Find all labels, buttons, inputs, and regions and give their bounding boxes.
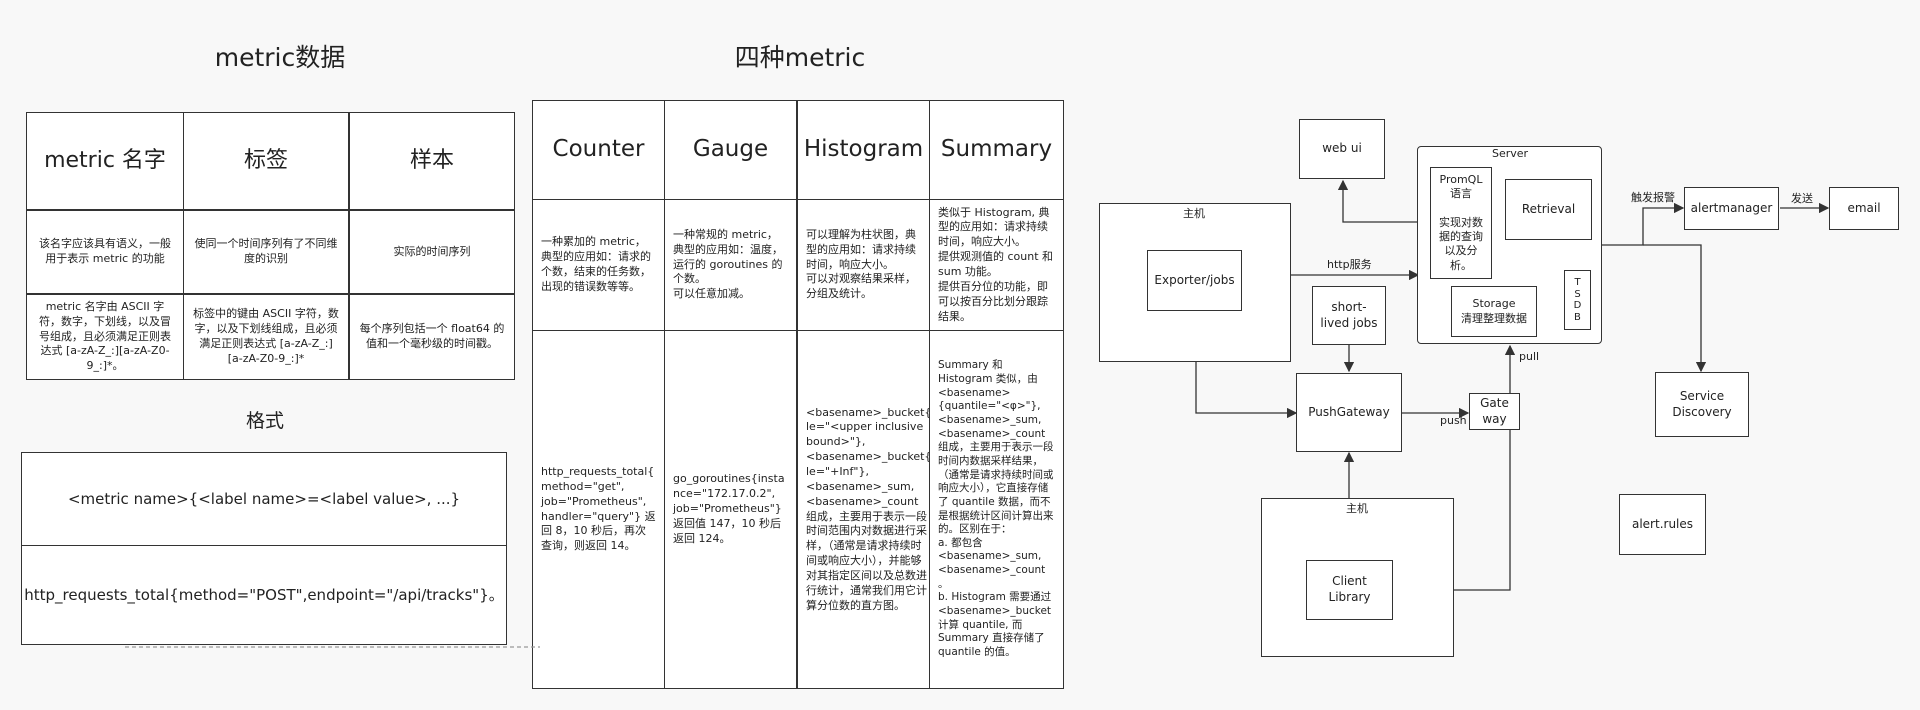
host-1-label: 主机 [1183, 207, 1205, 220]
label-header: 标签 [183, 112, 349, 210]
metric-data-title: metric数据 [214, 43, 346, 72]
tsdb-node: T S D B [1564, 270, 1591, 330]
short-lived-jobs-node: short- lived jobs [1312, 286, 1386, 345]
counter-example: http_requests_total{ method="get", job="… [532, 330, 665, 689]
email-node: email [1829, 187, 1899, 230]
histogram-desc: 可以理解为柱状图，典型的应用如：请求持续时间，响应大小。 可以对观察结果采样，分… [797, 199, 930, 331]
label-desc: 使同一个时间序列有了不同维度的识别 [183, 210, 349, 294]
edge-alert-label: 触发报警 [1631, 191, 1675, 204]
gauge-example: go_goroutines{instance="172.17.0.2", job… [664, 330, 797, 689]
exporter-node: Exporter/jobs [1147, 250, 1242, 311]
summary-example: Summary 和 Histogram 类似，由 <basename> {qua… [929, 330, 1064, 689]
four-metrics-title: 四种metric [734, 43, 866, 72]
service-discovery-node: Service Discovery [1655, 372, 1749, 437]
format-example: http_requests_total{method="POST",endpoi… [21, 545, 507, 645]
counter-header: Counter [532, 100, 665, 200]
retrieval-node: Retrieval [1505, 179, 1592, 240]
histogram-header: Histogram [797, 100, 930, 200]
host-2-label: 主机 [1346, 502, 1368, 515]
gauge-header: Gauge [664, 100, 797, 200]
client-library-node: Client Library [1306, 560, 1393, 620]
gauge-desc: 一种常规的 metric，典型的应用如：温度，运行的 goroutines 的个… [664, 199, 797, 331]
label-rule: 标签中的键由 ASCII 字符，数字，以及下划线组成，且必须满足正则表达式 [a… [183, 294, 349, 380]
edge-pull-label: pull [1519, 350, 1540, 363]
server-label: Server [1492, 147, 1529, 160]
alertmanager-node: alertmanager [1684, 187, 1779, 230]
edge-send-label: 发送 [1791, 192, 1813, 205]
format-template: <metric name>{<label name>=<label value>… [21, 452, 507, 546]
gateway-node: Gate way [1469, 393, 1520, 430]
sample-desc: 实际的时间序列 [349, 210, 515, 294]
sample-rule: 每个序列包括一个 float64 的值和一个毫秒级的时间戳。 [349, 294, 515, 380]
pushgateway-node: PushGateway [1296, 373, 1402, 452]
alert-rules-node: alert.rules [1619, 494, 1706, 555]
summary-header: Summary [929, 100, 1064, 200]
storage-node: Storage 清理整理数据 [1451, 286, 1537, 337]
edge-push-label: push [1440, 414, 1467, 427]
summary-desc: 类似于 Histogram, 典型的应用如：请求持续时间，响应大小。 提供观测值… [929, 199, 1064, 331]
metric-name-rule: metric 名字由 ASCII 字符，数字，下划线，以及冒号组成，且必须满足正… [26, 294, 184, 380]
metric-name-header: metric 名字 [26, 112, 184, 210]
promql-node: PromQL 语言 实现对数 据的查询 以及分 析。 [1430, 167, 1492, 279]
sample-header: 样本 [349, 112, 515, 210]
web-ui-node: web ui [1299, 119, 1385, 179]
histogram-example: <basename>_bucket{ le="<upper inclusive … [797, 330, 931, 689]
edge-http-label: http服务 [1327, 258, 1372, 271]
counter-desc: 一种累加的 metric，典型的应用如：请求的个数，结束的任务数，出现的错误数等… [532, 199, 665, 331]
format-title: 格式 [245, 410, 284, 432]
metric-name-desc: 该名字应该具有语义，一般用于表示 metric 的功能 [26, 210, 184, 294]
